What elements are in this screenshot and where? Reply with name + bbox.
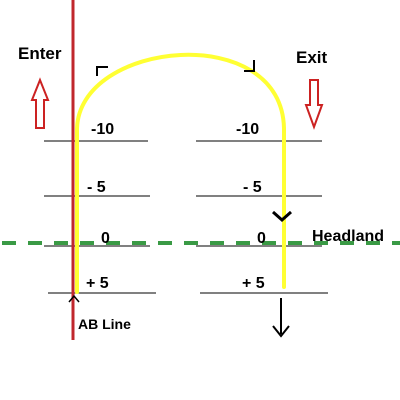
- ab-line-label: AB Line: [78, 316, 131, 332]
- turn-path: [75, 52, 286, 294]
- left-mark-zero: 0: [101, 230, 110, 247]
- exit-arrow-down-icon: [272, 298, 290, 338]
- headland-label: Headland: [312, 228, 384, 245]
- right-mark-minus10: -10: [236, 121, 259, 138]
- corner-mark-right-icon: [244, 60, 255, 72]
- left-mark-plus5: + 5: [86, 275, 109, 292]
- left-mark-minus5: - 5: [87, 179, 106, 196]
- tick-rules: [44, 140, 328, 294]
- exit-label: Exit: [296, 48, 328, 67]
- chevron-down-icon: [272, 210, 292, 223]
- corner-mark-left-icon: [96, 66, 108, 76]
- left-mark-minus10: -10: [91, 121, 114, 138]
- exit-arrow-down-hollow-icon: [304, 79, 324, 130]
- right-mark-zero: 0: [257, 230, 266, 247]
- right-mark-plus5: + 5: [242, 275, 265, 292]
- ab-line-caret-up-icon: [68, 294, 80, 303]
- enter-arrow-up-icon: [30, 77, 50, 129]
- enter-label: Enter: [18, 44, 62, 63]
- right-mark-minus5: - 5: [243, 179, 262, 196]
